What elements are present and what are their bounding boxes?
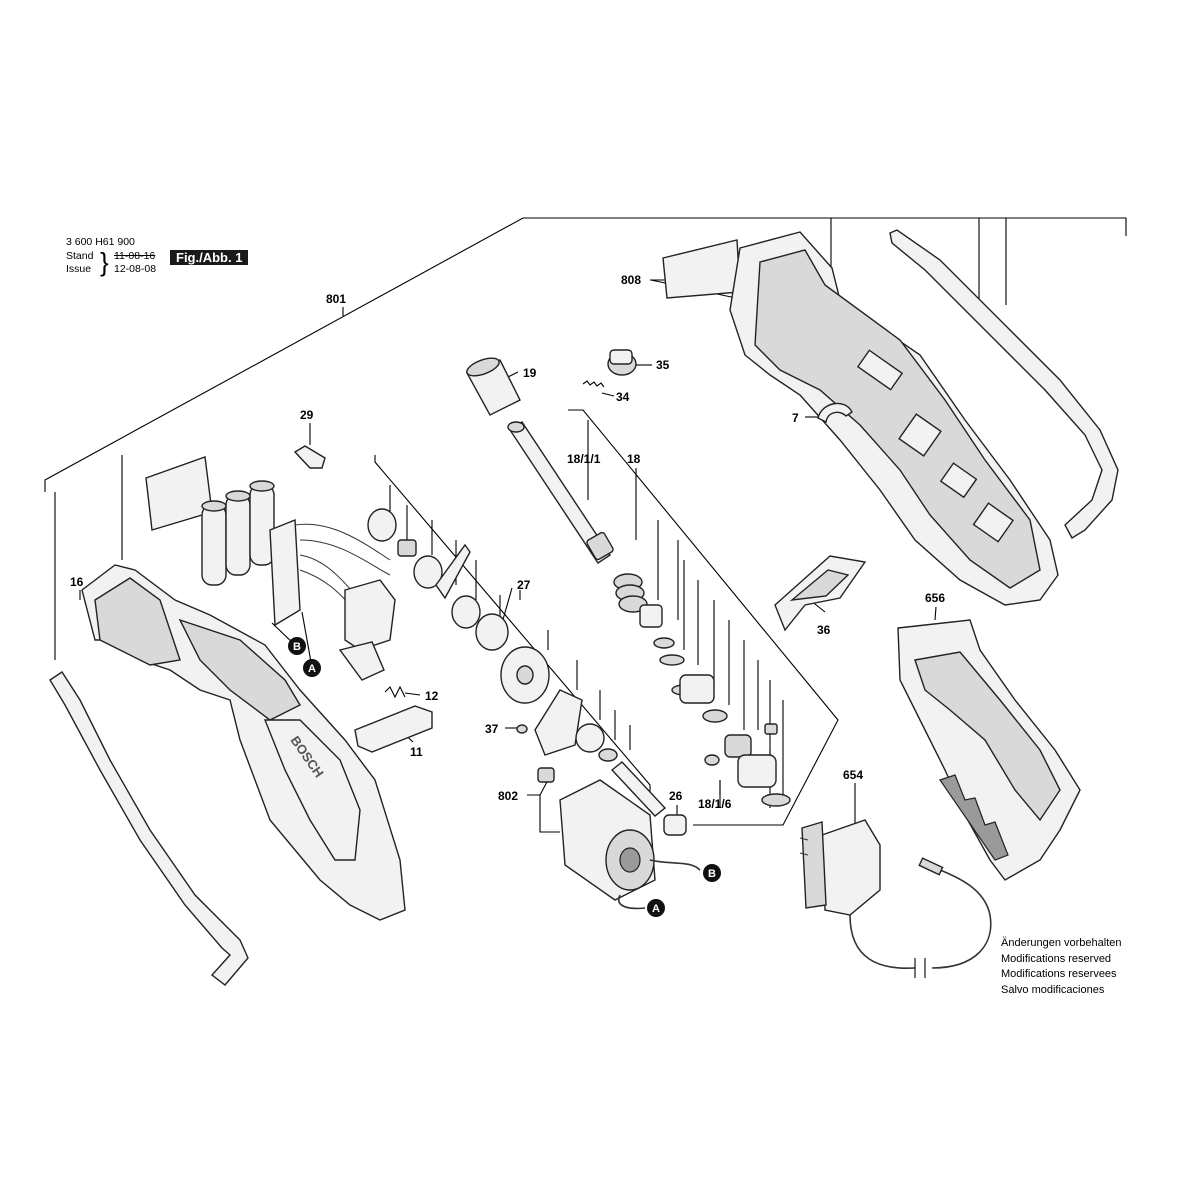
label-11: 11 (410, 745, 423, 759)
marker-a-left: A (301, 611, 321, 677)
battery-19 (466, 357, 521, 416)
svg-text:A: A (652, 903, 660, 915)
plug-35 (607, 349, 637, 376)
notice-line-de: Änderungen vorbehalten (1001, 937, 1122, 949)
modifications-notice: Änderungen vorbehalten Modifications res… (1001, 936, 1121, 998)
label-37: 37 (485, 722, 499, 736)
label-12: 12 (425, 689, 439, 703)
label-plate-808 (662, 239, 741, 299)
slider-11 (354, 705, 433, 753)
date-old: 11-08-16 (114, 250, 156, 262)
notice-line-en: Modifications reserved (1001, 952, 1112, 965)
left-cover-strip (49, 671, 249, 986)
cap-7 (817, 402, 853, 424)
left-housing-801: BOSCH (81, 564, 406, 921)
label-29: 29 (300, 408, 314, 422)
label-16: 16 (70, 575, 84, 589)
label-18: 18 (627, 452, 641, 466)
figure-badge: Fig./Abb. 1 (170, 250, 249, 265)
label-36: 36 (817, 623, 831, 637)
label-808: 808 (621, 273, 641, 287)
bracket-lines (44, 217, 1127, 833)
notice-line-es: Salvo modificaciones (1001, 983, 1105, 996)
label-26: 26 (669, 789, 683, 803)
svg-text:B: B (293, 641, 301, 653)
cover-strip (889, 229, 1119, 539)
label-7: 7 (792, 411, 799, 425)
right-housing-shell (729, 231, 1059, 606)
svg-text:B: B (708, 868, 716, 880)
marker-b-right: B (703, 864, 721, 882)
date-new: 12-08-08 (114, 263, 157, 275)
label-18-1-1: 18/1/1 (567, 452, 601, 466)
battery-cells (201, 480, 275, 586)
marker-b-left: B (271, 622, 306, 655)
marker-a-right: A (647, 899, 665, 917)
issue-label: Issue (66, 263, 92, 275)
cradle-656 (897, 619, 1081, 881)
bushing-26 (663, 814, 687, 836)
part-labels: 801 808 19 35 34 29 18/1/1 18 7 16 27 36… (70, 273, 945, 811)
label-27: 27 (517, 578, 531, 592)
motor-802 (537, 767, 701, 910)
label-654: 654 (843, 768, 863, 782)
label-34: 34 (616, 390, 630, 404)
charger-654 (799, 819, 992, 978)
clip-29 (293, 445, 326, 469)
label-19: 19 (523, 366, 537, 380)
label-35: 35 (656, 358, 670, 372)
brace-icon: } (100, 247, 109, 277)
label-656: 656 (925, 591, 945, 605)
label-801: 801 (326, 292, 346, 306)
svg-text:A: A (308, 663, 316, 675)
notice-line-fr: Modifications reservees (1001, 968, 1117, 980)
shaft-18-1-1 (507, 421, 614, 564)
label-802: 802 (498, 789, 518, 803)
part-number: 3 600 H61 900 (66, 236, 135, 248)
spring-12 (384, 685, 406, 699)
label-18-1-6: 18/1/6 (698, 797, 732, 811)
stack-18 (613, 573, 791, 807)
gear-stack-27 (367, 508, 667, 817)
pcb-switch (269, 518, 396, 681)
stand-label: Stand (66, 250, 94, 262)
spring-34 (582, 380, 605, 388)
